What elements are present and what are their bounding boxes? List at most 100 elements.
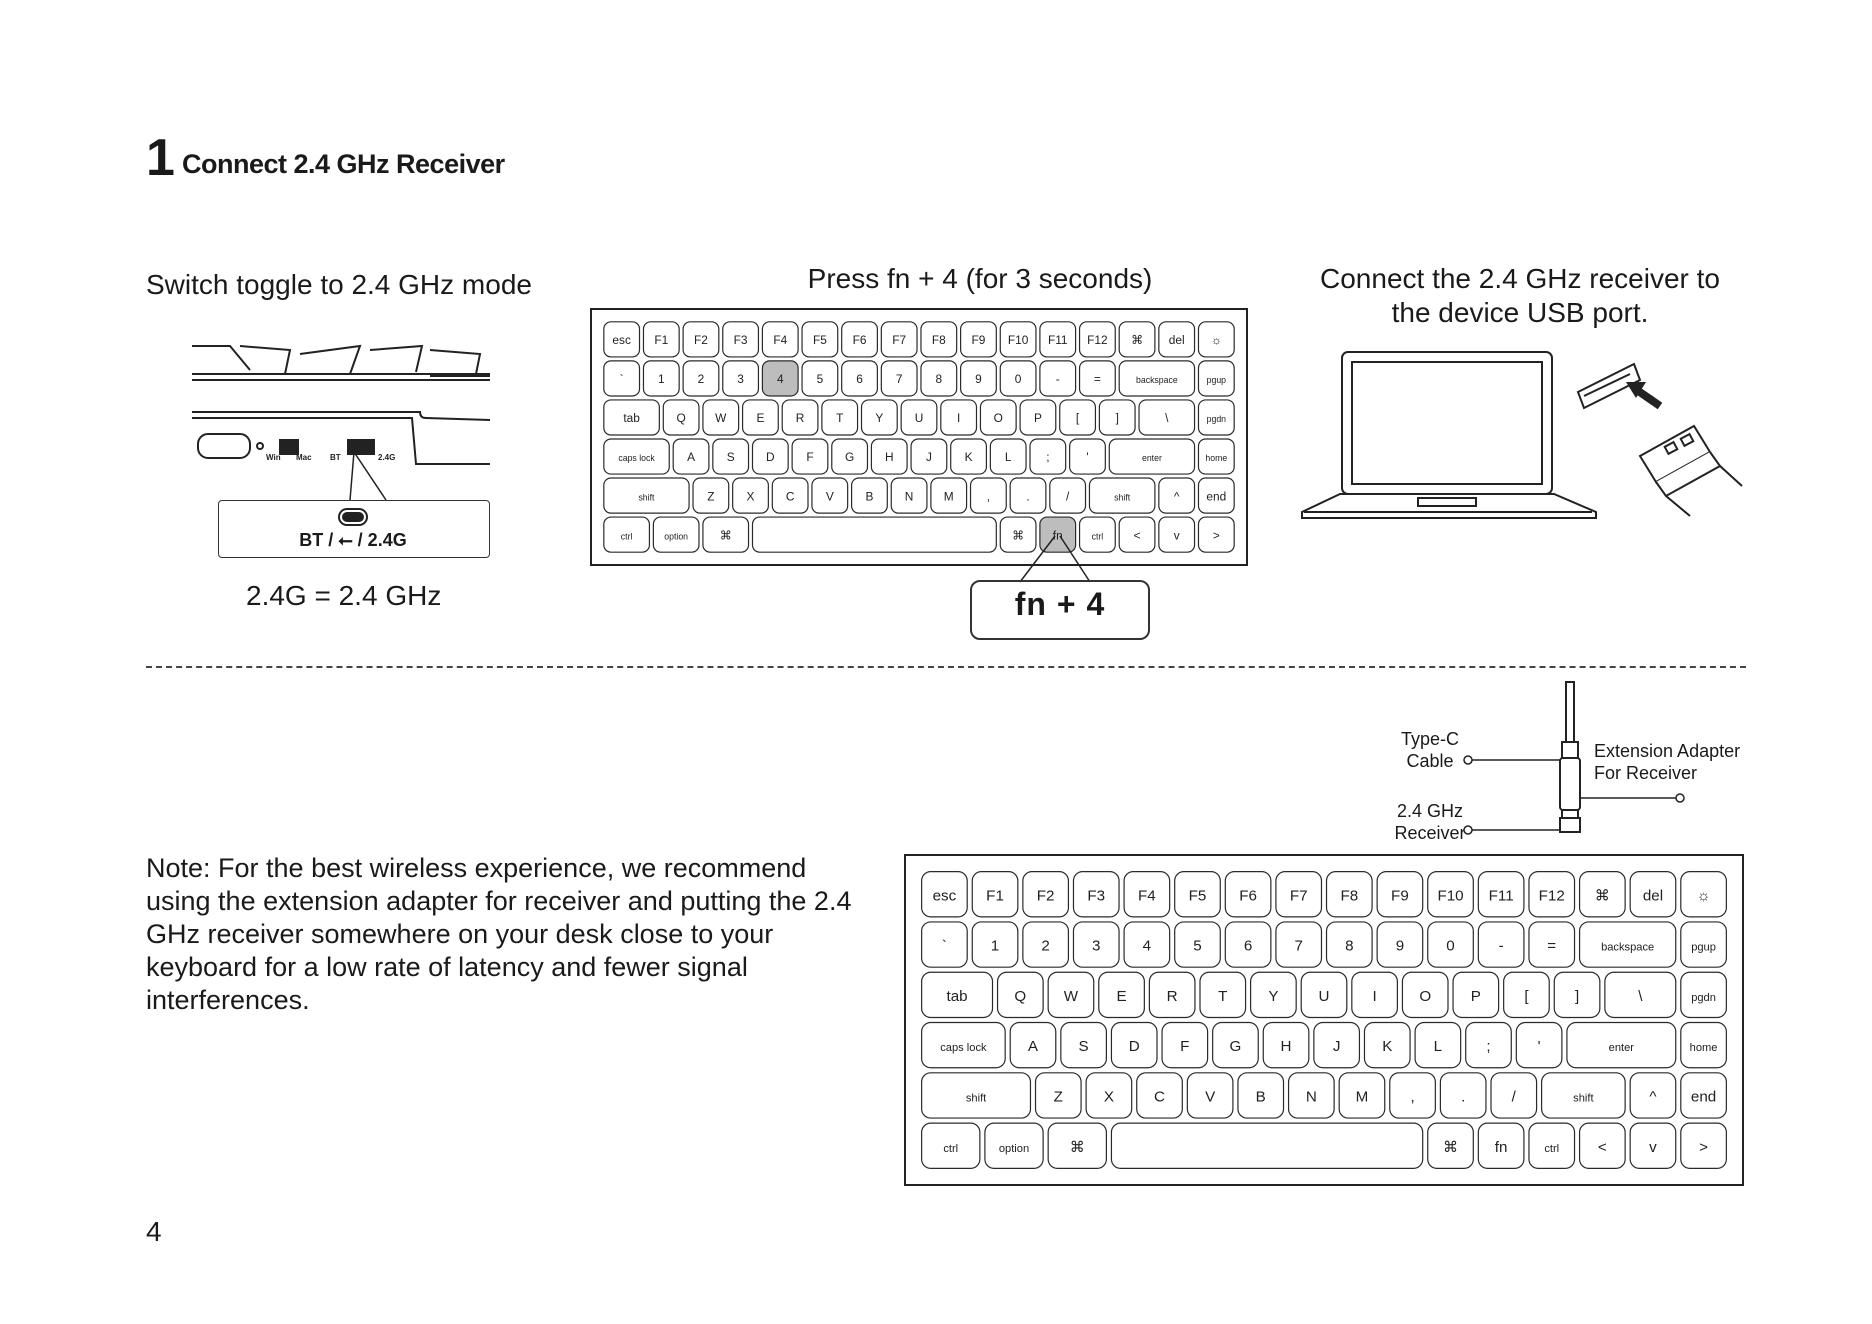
keyboard-key-label: \	[1165, 411, 1169, 425]
toggle-switch-illustration: Win Mac BT 2.4G	[192, 344, 491, 501]
keyboard-key: E	[1098, 971, 1145, 1019]
keyboard-key: v	[1629, 1122, 1677, 1169]
keyboard-key: \	[1138, 399, 1196, 436]
keyboard-key-label: fn	[1495, 1139, 1508, 1156]
keyboard-key-label: F3	[1087, 887, 1105, 904]
keyboard-key-label: ⌘	[720, 528, 732, 542]
typec-line1: Type-C	[1400, 729, 1460, 749]
keyboard-key: esc	[921, 871, 968, 918]
keyboard-key: L	[1414, 1021, 1462, 1069]
keyboard-key: F7	[1275, 871, 1323, 918]
keyboard-key-label: M	[944, 489, 954, 503]
keyboard-key-label: 3	[737, 372, 744, 386]
keyboard-key: shift	[1088, 477, 1156, 514]
keyboard-key-label: F12	[1539, 887, 1565, 904]
keyboard-key: `	[921, 921, 968, 968]
keyboard-key-label: 9	[975, 372, 982, 386]
keyboard-key: esc	[603, 321, 641, 358]
keyboard-key-label: 2	[698, 372, 705, 386]
keyboard-key-label: end	[1691, 1088, 1716, 1105]
keyboard-key-label: [	[1524, 988, 1529, 1005]
keyboard-key: R	[1148, 971, 1196, 1019]
keyboard-key: F8	[1325, 871, 1373, 918]
keyboard-key-label: F12	[1087, 333, 1107, 347]
keyboard-key: I	[1351, 971, 1398, 1019]
keyboard-key-label: pgup	[1691, 942, 1716, 954]
keyboard-key: E	[741, 399, 779, 436]
keyboard-key: 8	[1325, 921, 1373, 968]
keyboard-key: home	[1197, 438, 1235, 475]
fn4-callout-box	[970, 580, 1150, 640]
svg-text:Win: Win	[266, 453, 281, 462]
keyboard-key-label: Z	[1054, 1088, 1063, 1105]
keyboard-key: ;	[1029, 438, 1067, 475]
keyboard-key: ctrl	[1078, 516, 1116, 553]
keyboard-key: ,	[969, 477, 1007, 514]
adapter-line2: For Receiver	[1594, 763, 1698, 783]
keyboard-key: 2	[682, 360, 720, 397]
keyboard-key: ⌘	[1047, 1122, 1107, 1169]
keyboard-key: ☼	[1680, 871, 1727, 918]
keyboard-key-label: N	[905, 489, 914, 503]
keyboard-key-label: F4	[773, 333, 787, 347]
keyboard-key-label: .	[1026, 489, 1029, 503]
keyboard-key: A	[1009, 1021, 1057, 1069]
keyboard-key-label: <	[1598, 1139, 1607, 1156]
keyboard-key: C	[771, 477, 809, 514]
keyboard-key: F12	[1528, 871, 1576, 918]
keyboard-key-label: tab	[623, 411, 640, 425]
keyboard-key: H	[1262, 1021, 1310, 1069]
keyboard-key-label: 2	[1041, 938, 1049, 955]
keyboard-key-label: 0	[1015, 372, 1022, 386]
keyboard-key-label: B	[1256, 1088, 1266, 1105]
keyboard-key-label: pgup	[1207, 375, 1227, 385]
keyboard-key-label: ]	[1575, 988, 1579, 1005]
keyboard-key: F12	[1078, 321, 1116, 358]
keyboard-key-label: F11	[1048, 333, 1068, 347]
keyboard-key-label: F10	[1437, 887, 1463, 904]
keyboard-key-label: U	[1319, 988, 1330, 1005]
keyboard-key: U	[1300, 971, 1348, 1019]
keyboard-key-label: ⌘	[1443, 1139, 1458, 1156]
keyboard-key-label: Z	[707, 489, 714, 503]
keyboard-key: tab	[603, 399, 660, 436]
keyboard-key-label: 8	[1345, 938, 1353, 955]
keyboard-key: K	[950, 438, 988, 475]
keyboard-key: 4	[1123, 921, 1171, 968]
keyboard-key: /	[1049, 477, 1087, 514]
keyboard-key: D	[751, 438, 789, 475]
keyboard-key-label: B	[865, 489, 873, 503]
keyboard-key: F	[1161, 1021, 1209, 1069]
keyboard-key: J	[1313, 1021, 1361, 1069]
keyboard-key-label: >	[1213, 528, 1220, 542]
keyboard-key: pgup	[1197, 360, 1235, 397]
keyboard-key-label: 6	[856, 372, 863, 386]
keyboard-key-label: F5	[813, 333, 827, 347]
keyboard-key-label: ;	[1486, 1038, 1490, 1055]
keyboard-key-label: ☼	[1211, 333, 1222, 347]
keyboard-key-label: V	[826, 489, 834, 503]
keyboard-key-label: =	[1094, 372, 1101, 386]
keyboard-key-label: T	[836, 411, 843, 425]
keyboard-key: tab	[921, 971, 994, 1019]
svg-text:Mac: Mac	[296, 453, 312, 462]
keyboard-key: pgup	[1680, 921, 1727, 968]
keyboard-key-label: H	[885, 450, 894, 464]
keyboard-key: fn	[1477, 1122, 1525, 1169]
keyboard-key-label: home	[1690, 1042, 1718, 1054]
keyboard-key: K	[1363, 1021, 1411, 1069]
keyboard-key-label: Q	[677, 411, 686, 425]
keyboard-key: enter	[1108, 438, 1196, 475]
keyboard-key-label: J	[1333, 1038, 1341, 1055]
keyboard-key-label: A	[687, 450, 695, 464]
keyboard-key-label: `	[942, 938, 947, 955]
keyboard-key: 5	[801, 360, 839, 397]
keyboard-key: ctrl	[921, 1122, 981, 1169]
keyboard-key-label: S	[1079, 1038, 1089, 1055]
keyboard-key: ⌘	[1578, 871, 1626, 918]
keyboard-key-label: 8	[936, 372, 943, 386]
keyboard-key: Y	[860, 399, 898, 436]
keyboard-key-label: V	[1205, 1088, 1216, 1105]
keyboard-key-label: ctrl	[1544, 1143, 1559, 1155]
keyboard-key: .	[1439, 1072, 1487, 1119]
